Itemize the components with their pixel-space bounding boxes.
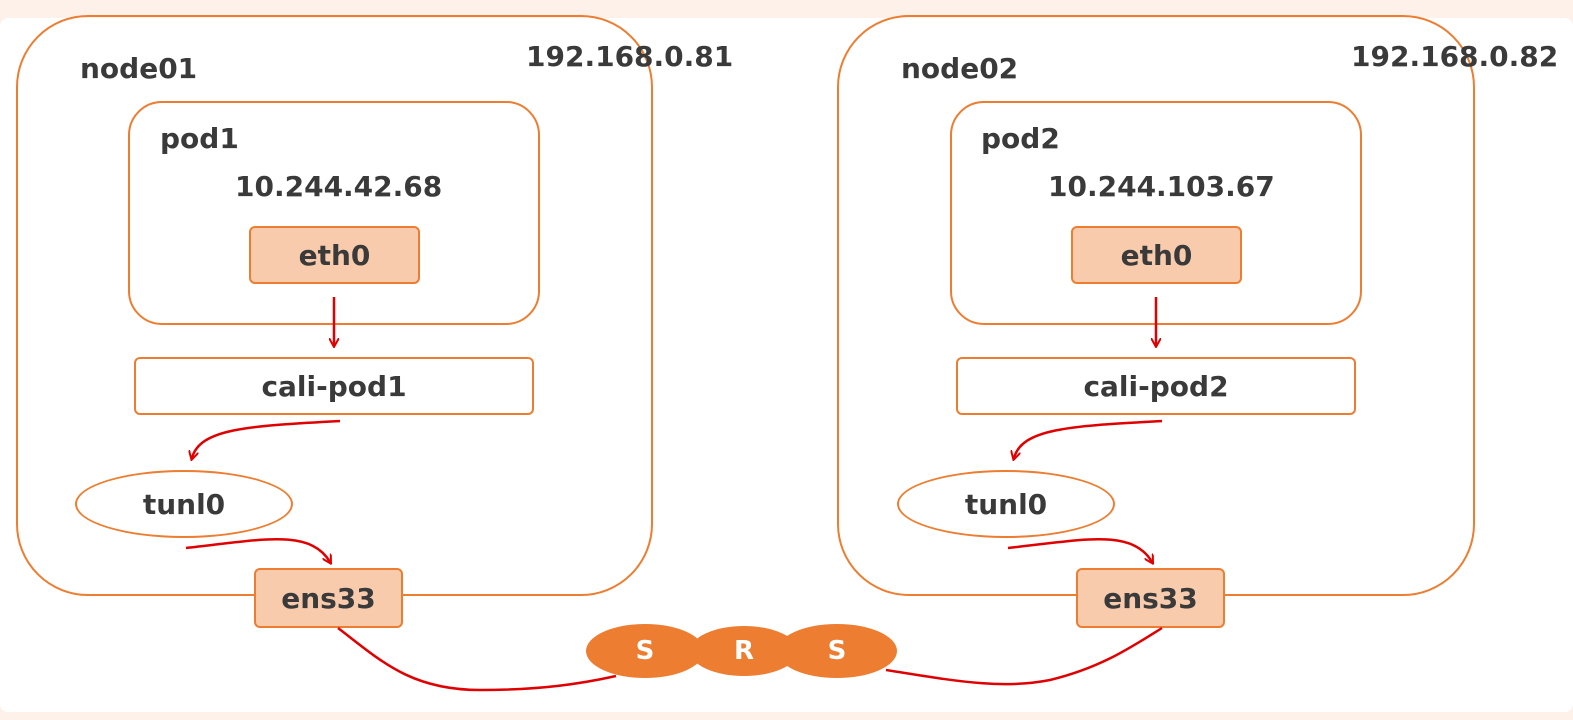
- node02-ens33: ens33: [1076, 568, 1225, 628]
- pod2-name: pod2: [981, 122, 1060, 155]
- pod1-ip: 10.244.42.68: [235, 170, 443, 203]
- node02-ip: 192.168.0.82: [1351, 40, 1559, 73]
- pod1-eth0: eth0: [249, 226, 420, 284]
- left-switch-node: S: [586, 624, 704, 678]
- cali-pod2-veth: cali-pod2: [956, 357, 1356, 415]
- pod1-name: pod1: [160, 122, 239, 155]
- node01-ens33: ens33: [254, 568, 403, 628]
- right-switch-node: S: [777, 624, 897, 678]
- pod2-eth0: eth0: [1071, 226, 1242, 284]
- pod1-container: [128, 101, 540, 325]
- node02-name: node02: [901, 52, 1019, 85]
- pod2-ip: 10.244.103.67: [1048, 170, 1275, 203]
- node01-tunl0: tunl0: [75, 470, 293, 538]
- node02-tunl0: tunl0: [897, 470, 1115, 538]
- node01-name: node01: [80, 52, 198, 85]
- node01-ip: 192.168.0.81: [526, 40, 734, 73]
- cali-pod1-veth: cali-pod1: [134, 357, 534, 415]
